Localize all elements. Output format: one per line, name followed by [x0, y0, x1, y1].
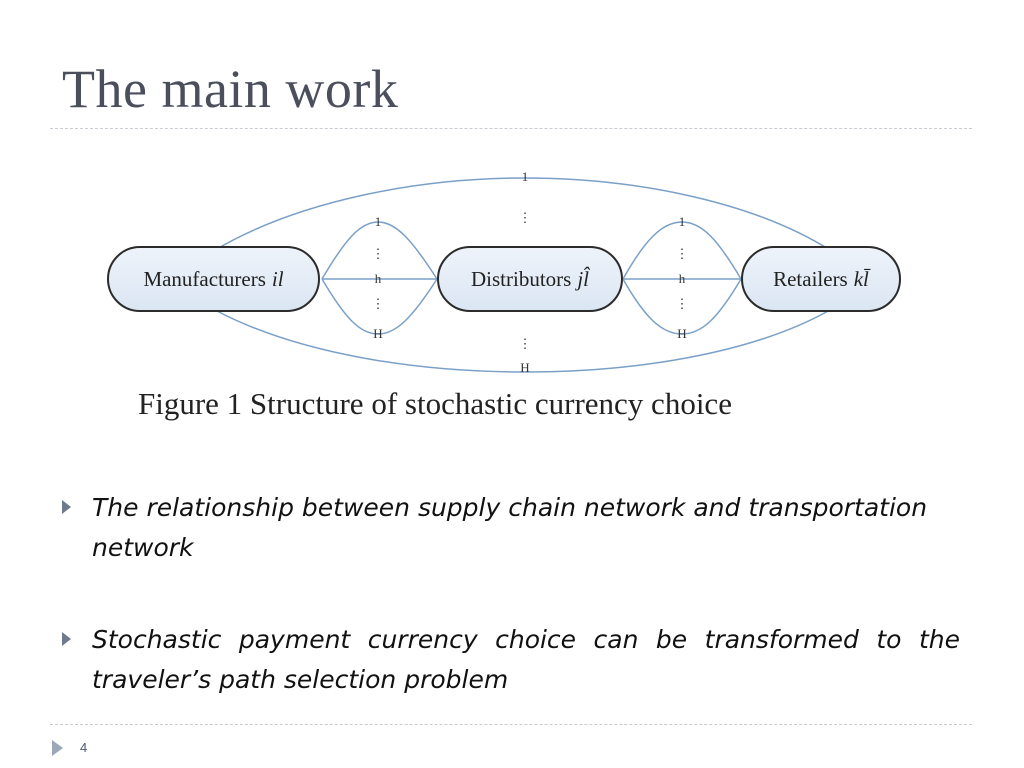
node-retailers: Retailers kl̄ [741, 246, 901, 312]
right-bottom-edge [622, 278, 742, 335]
left-mid-label: h [375, 271, 382, 286]
right-dots-top-label: ⋮ [676, 246, 689, 261]
page-number: 4 [80, 740, 88, 755]
node-manufacturers-subscript: il [271, 266, 284, 291]
left-top-label: 1 [375, 214, 382, 229]
diagram-edges: 1 ⋮ ⋮ H 1 ⋮ h ⋮ H 1 ⋮ h ⋮ H [214, 169, 831, 375]
right-top-label: 1 [679, 214, 686, 229]
left-dots-bottom-label: ⋮ [372, 296, 385, 311]
footer-arrow-icon [52, 740, 63, 756]
bullet-arrow-icon [62, 500, 71, 514]
left-dots-top-label: ⋮ [372, 246, 385, 261]
bottom-divider [50, 724, 972, 725]
node-distributors-label: Distributors [470, 266, 572, 291]
right-top-edge [622, 221, 742, 280]
right-mid-label: h [679, 271, 686, 286]
left-bottom-label: H [373, 326, 382, 341]
outer-top-edge [214, 177, 831, 251]
node-retailers-label: Retailers [773, 266, 848, 291]
top-divider [50, 128, 972, 129]
right-dots-bottom-label: ⋮ [676, 296, 689, 311]
node-distributors: Distributors jl̂ [437, 246, 623, 312]
node-distributors-subscript: jl̂ [577, 266, 589, 291]
left-bottom-edge [321, 278, 438, 335]
outer-bottom-label: H [520, 360, 529, 375]
outer-top-label: 1 [522, 169, 529, 184]
figure-caption: Figure 1 Structure of stochastic currenc… [138, 386, 732, 421]
node-manufacturers-label: Manufacturers [143, 266, 266, 291]
outer-bottom-edge [214, 309, 831, 373]
outer-mid-bottom-label: ⋮ [519, 336, 532, 351]
bullet-text: The relationship between supply chain ne… [92, 493, 928, 562]
slide-title: The main work [62, 59, 399, 119]
right-bottom-label: H [677, 326, 686, 341]
node-manufacturers: Manufacturers il [107, 246, 320, 312]
bullet-arrow-icon [62, 632, 71, 646]
left-top-edge [321, 221, 438, 280]
node-retailers-subscript: kl̄ [853, 266, 869, 291]
bullet-text: Stochastic payment currency choice can b… [92, 625, 960, 694]
outer-mid-top-label: ⋮ [519, 210, 532, 225]
